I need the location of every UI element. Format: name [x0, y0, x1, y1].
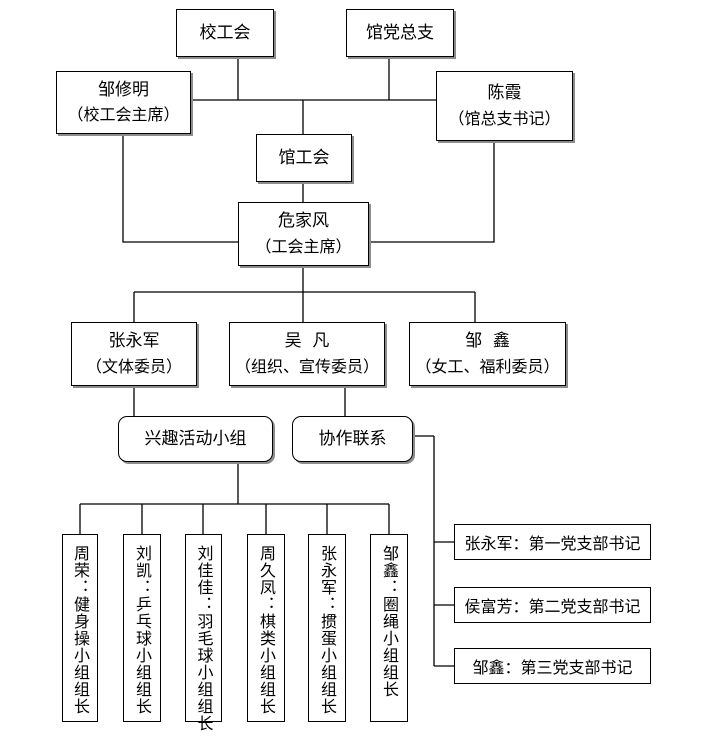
cooperation-box: 协作联系	[292, 416, 413, 462]
party-secretary-text: 邹鑫：第三党支部书记	[472, 658, 633, 677]
sports-committee-box: 张永军 （文体委员）	[71, 322, 197, 386]
welfare-committee-box: 邹 鑫 （女工、福利委员）	[409, 322, 566, 386]
party-secretary-text: 侯富芳：第二党支部书记	[464, 597, 641, 616]
interest-group-box: 兴趣活动小组	[118, 416, 273, 462]
party-secretary-box: 侯富芳：第二党支部书记	[454, 587, 651, 623]
school-union-box: 校工会	[176, 9, 274, 57]
party-secretary-box: 邹鑫：第三党支部书记	[454, 648, 651, 684]
union-chair-role: （工会主席）	[255, 236, 352, 256]
library-union-box: 馆工会	[256, 134, 352, 182]
sports-committee-role: （文体委员）	[85, 356, 182, 376]
branch-secretary-box: 陈霞 （馆总支书记）	[436, 71, 573, 141]
connector-line	[369, 141, 495, 243]
party-branch-box: 馆党总支	[346, 9, 454, 57]
interest-leader-box: 张永军：掼蛋小组组长	[308, 534, 346, 722]
school-union-chair-role: （校工会主席）	[67, 105, 180, 125]
interest-leader-box: 刘凯：乒乓球小组组长	[123, 534, 161, 722]
party-secretary-box: 张永军：第一党支部书记	[454, 524, 651, 560]
interest-leader-text: 周久凤：棋类小组组长	[257, 545, 276, 715]
school-union-chair-name: 邹修明	[98, 79, 149, 100]
party-secretary-text: 张永军：第一党支部书记	[464, 534, 641, 553]
branch-secretary-name: 陈霞	[487, 83, 522, 104]
welfare-committee-role: （女工、福利委员）	[415, 356, 560, 376]
library-union-label: 馆工会	[278, 147, 330, 168]
interest-leader-box: 周久凤：棋类小组组长	[247, 534, 285, 722]
interest-leader-text: 张永军：掼蛋小组组长	[318, 545, 337, 715]
organization-committee-role: （组织、宣传委员）	[234, 356, 379, 376]
branch-secretary-role: （馆总支书记）	[448, 108, 561, 128]
interest-leader-box: 周荣：健身操小组组长	[62, 534, 98, 722]
school-union-label: 校工会	[199, 22, 251, 43]
interest-leader-text: 刘凯：乒乓球小组组长	[133, 545, 152, 715]
organization-committee-name: 吴 凡	[284, 331, 330, 352]
interest-leader-text: 刘佳佳：羽毛球小组组长	[194, 545, 214, 732]
organization-committee-box: 吴 凡 （组织、宣传委员）	[229, 322, 385, 386]
union-chair-box: 危家风 （工会主席）	[238, 202, 369, 266]
interest-leader-box: 刘佳佳：羽毛球小组组长	[185, 534, 222, 732]
sports-committee-name: 张永军	[108, 331, 160, 352]
union-chair-name: 危家风	[278, 211, 329, 232]
connector-line	[122, 134, 238, 243]
school-union-chair-box: 邹修明 （校工会主席）	[56, 71, 191, 134]
interest-group-label: 兴趣活动小组	[144, 428, 247, 449]
welfare-committee-name: 邹 鑫	[465, 331, 510, 352]
interest-leader-text: 周荣：健身操小组组长	[71, 545, 90, 715]
interest-leader-box: 邹鑫：圈绳小组组长	[370, 534, 408, 722]
interest-leader-text: 邹鑫：圈绳小组组长	[380, 545, 399, 698]
cooperation-label: 协作联系	[318, 428, 387, 449]
party-branch-label: 馆党总支	[366, 22, 434, 43]
